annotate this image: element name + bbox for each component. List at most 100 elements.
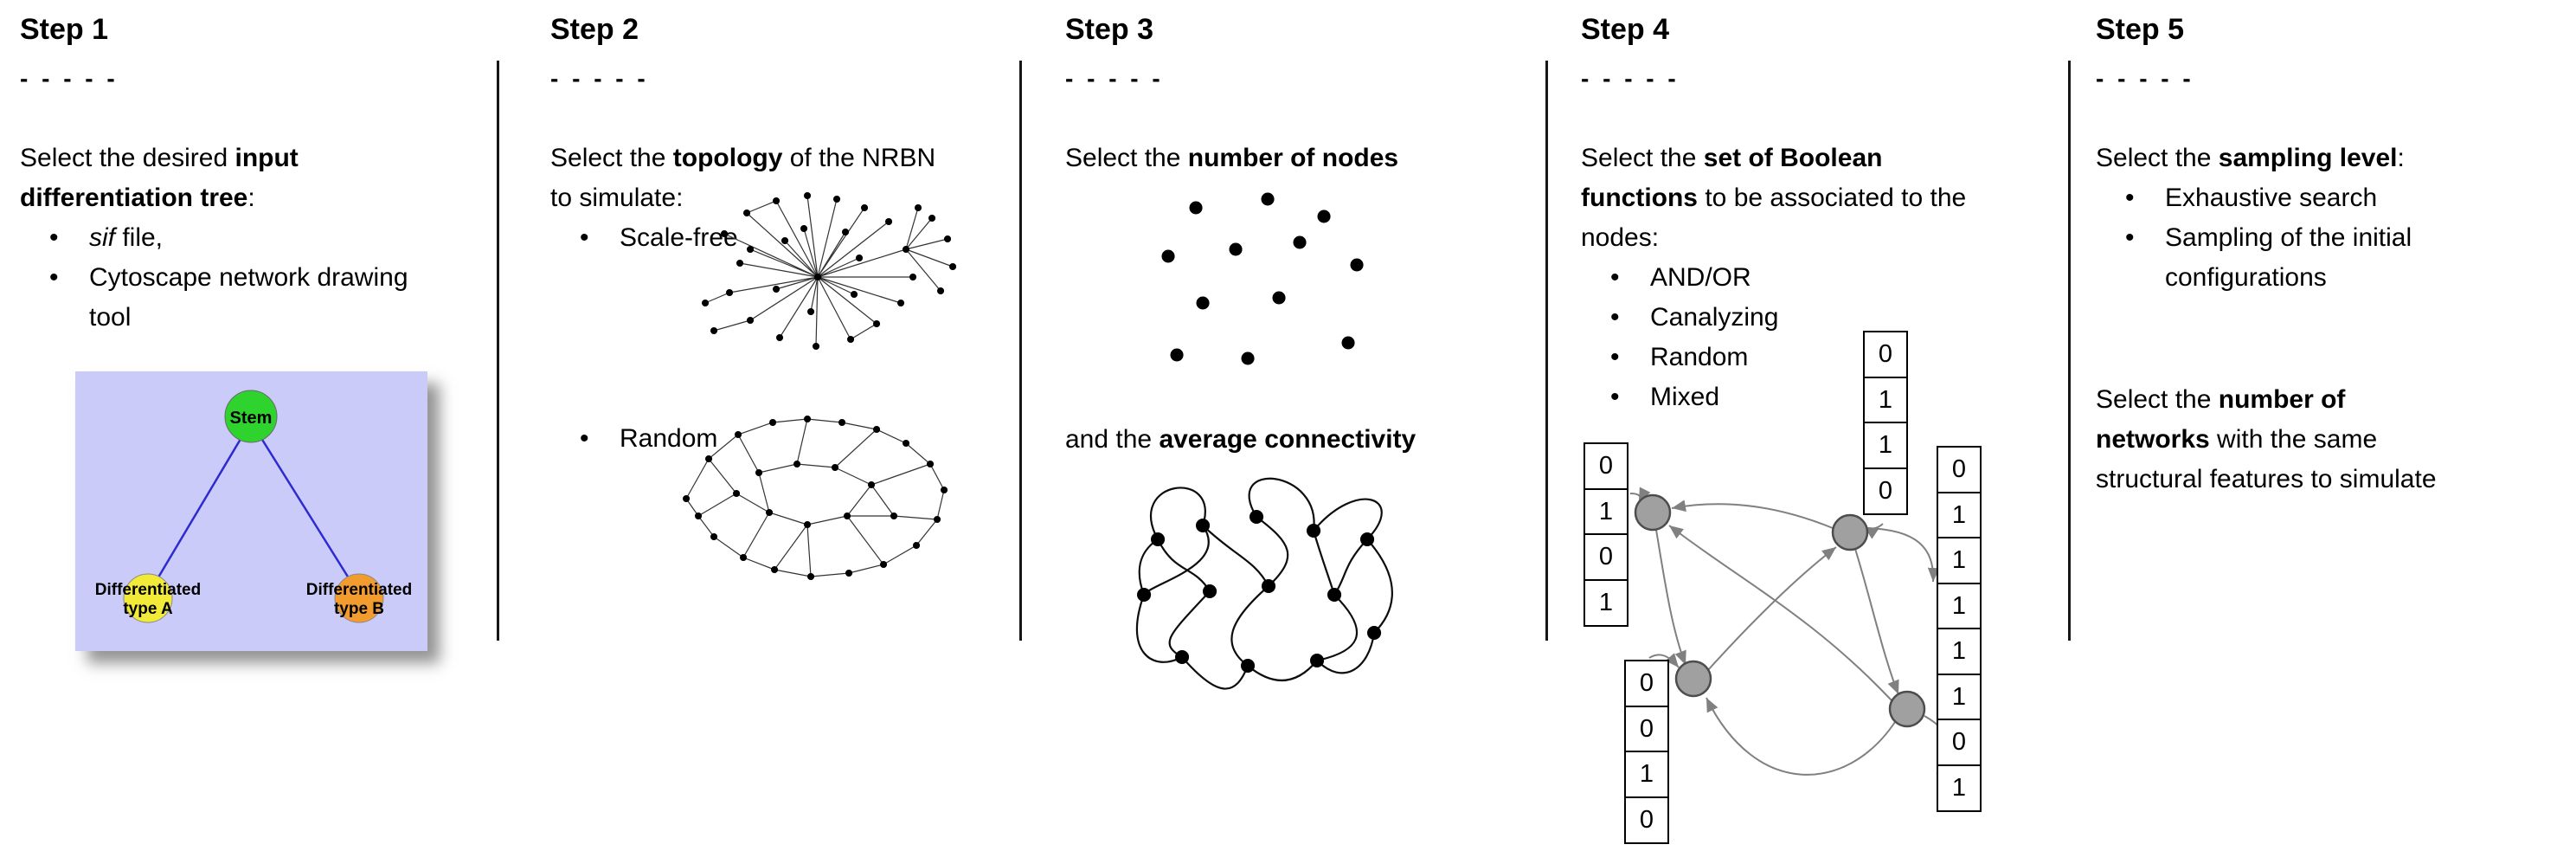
scale-free-network-svg: [702, 192, 957, 350]
step3-line2-pre: and the: [1065, 425, 1160, 454]
step4-bullet-canalyzing: Canalyzing: [1581, 298, 1988, 338]
step3-dashes: - - - - -: [1065, 65, 1164, 92]
step2-dashes: - - - - -: [550, 65, 649, 92]
type-b-label-line1: Differentiated: [306, 581, 412, 599]
step2-title: Step 2: [550, 13, 639, 46]
truth-table-cell: 1: [1937, 582, 1982, 630]
step4-intro-bold: set of Boolean functions: [1581, 144, 1883, 212]
stem-label: Stem: [230, 409, 273, 428]
step5-networks-line1-pre: Select the: [2096, 385, 2219, 414]
scale-free-edges: [704, 195, 954, 347]
step3-line1: Select the number of nodes: [1065, 139, 1537, 178]
gene-node-2: [1831, 513, 1869, 551]
truth-table-right: 0 1 1 1 1 1 0 1: [1937, 446, 1982, 812]
connectivity-network-svg: [1135, 477, 1393, 690]
type-a-node: [123, 573, 173, 623]
step5-networks-line2-rest: with the same: [2209, 425, 2378, 454]
scale-free-network-figure: [688, 184, 973, 381]
truth-table-cell: 1: [1584, 487, 1628, 536]
step1-intro-pre: Select the desired: [20, 144, 235, 172]
truth-table-cell: 0: [1863, 331, 1908, 378]
step4-intro-pre: Select the: [1581, 144, 1704, 172]
tree-edge-right: [249, 421, 361, 596]
step3-line1-bold: number of nodes: [1187, 144, 1399, 172]
truth-table-left: 0 1 0 1: [1584, 442, 1628, 627]
step2-intro-pre: Select the: [550, 144, 673, 172]
step1-intro-post: :: [247, 184, 255, 212]
truth-table-cell: 1: [1937, 628, 1982, 675]
truth-table-cell: 1: [1863, 376, 1908, 424]
step2-bullet-random: Random: [550, 419, 948, 459]
step5-networks-line1-bold: number of: [2218, 385, 2346, 414]
step5-networks-line3: structural features to simulate: [2096, 465, 2437, 493]
column-divider-1: [497, 61, 499, 641]
truth-table-bottom-left: 0 0 1 0: [1624, 660, 1669, 844]
differentiation-tree-svg: Stem Differentiated type A Differentiate…: [95, 390, 412, 623]
random-network-svg: [683, 416, 948, 580]
step1-bullet-sif-file: sif file,: [20, 218, 453, 258]
differentiation-tree-figure: Stem Differentiated type A Differentiate…: [75, 371, 427, 651]
step5-networks-paragraph: Select the number of networks with the s…: [2096, 380, 2554, 500]
truth-table-cell: 0: [1863, 467, 1908, 515]
truth-table-cell: 0: [1624, 705, 1669, 753]
step3-title: Step 3: [1065, 13, 1154, 46]
step4-column: Step 4 - - - - - Select the set of Boole…: [1581, 0, 1988, 417]
truth-table-cell: 0: [1584, 533, 1628, 581]
truth-table-cell: 0: [1937, 719, 1982, 766]
step1-intro: Select the desired input differentiation…: [20, 139, 453, 218]
step5-networks-line1: Select the number of: [2096, 380, 2554, 420]
gene-node-3: [1674, 660, 1712, 698]
step1-title: Step 1: [20, 13, 109, 46]
step2-intro-bold: topology: [672, 144, 783, 172]
step3-line2-bold: average connectivity: [1159, 425, 1416, 454]
step4-bullet-mixed: Mixed: [1581, 377, 1988, 417]
sif-word: sif: [89, 223, 115, 252]
step1-column: Step 1 - - - - - Select the desired inpu…: [20, 0, 453, 338]
step5-bullet-sampling: Sampling of the initial configurations: [2096, 218, 2554, 298]
boolean-network-svg: [1629, 487, 1953, 776]
step4-bullet-random: Random: [1581, 338, 1988, 377]
step3-line2: and the average connectivity: [1065, 420, 1537, 460]
scatter-nodes: [1161, 192, 1364, 365]
step3-column: Step 3 - - - - - Select the number of no…: [1065, 0, 1537, 460]
step5-intro-bold: sampling level: [2218, 144, 2398, 172]
truth-table-cell: 1: [1624, 751, 1669, 798]
truth-table-cell: 1: [1937, 491, 1982, 539]
step5-intro-post: :: [2397, 144, 2405, 172]
step4-bullet-and-or: AND/OR: [1581, 258, 1988, 298]
truth-table-cell: 1: [1937, 764, 1982, 812]
step5-title: Step 5: [2096, 13, 2185, 46]
step5-intro-pre: Select the: [2096, 144, 2219, 172]
truth-table-cell: 1: [1584, 578, 1628, 627]
boolean-network-figure: 0 1 0 1 0 1 1 0 0 0 1 0 0 1 1 1 1 1 0 1: [1578, 322, 2068, 851]
step4-bullet-list: AND/OR Canalyzing Random Mixed: [1581, 258, 1988, 417]
scale-free-nodes: [702, 192, 957, 350]
truth-table-top: 0 1 1 0: [1863, 331, 1908, 515]
type-a-label-line1: Differentiated: [95, 581, 201, 599]
tree-edge-left: [146, 421, 253, 596]
truth-table-cell: 0: [1624, 796, 1669, 844]
step4-intro-post: to be associated to the nodes:: [1581, 184, 1967, 252]
step5-bullet-exhaustive: Exhaustive search: [2096, 178, 2554, 218]
type-b-label-line2: type B: [334, 600, 384, 618]
connectivity-nodes: [1137, 510, 1382, 673]
column-divider-4: [2068, 61, 2071, 641]
step1-intro-bold: input differentiation tree: [20, 144, 299, 212]
step2-column: Step 2 - - - - - Select the topology of …: [550, 0, 948, 459]
gene-node-1: [1634, 493, 1672, 532]
boolean-network-nodes: [1634, 493, 1926, 728]
step5-intro: Select the sampling level:: [2096, 139, 2554, 178]
truth-table-cell: 1: [1937, 673, 1982, 721]
step3-line1-pre: Select the: [1065, 144, 1188, 172]
type-a-label-line2: type A: [123, 600, 173, 618]
connectivity-edges: [1135, 477, 1393, 690]
stem-node: [224, 390, 278, 443]
step5-networks-line2-bold: networks: [2096, 425, 2210, 454]
column-divider-2: [1019, 61, 1022, 641]
gene-node-4: [1888, 690, 1926, 728]
type-b-node: [334, 573, 384, 623]
random-edges: [685, 418, 945, 577]
step1-dashes: - - - - -: [20, 65, 119, 92]
step5-column: Step 5 - - - - - Select the sampling lev…: [2096, 0, 2554, 500]
